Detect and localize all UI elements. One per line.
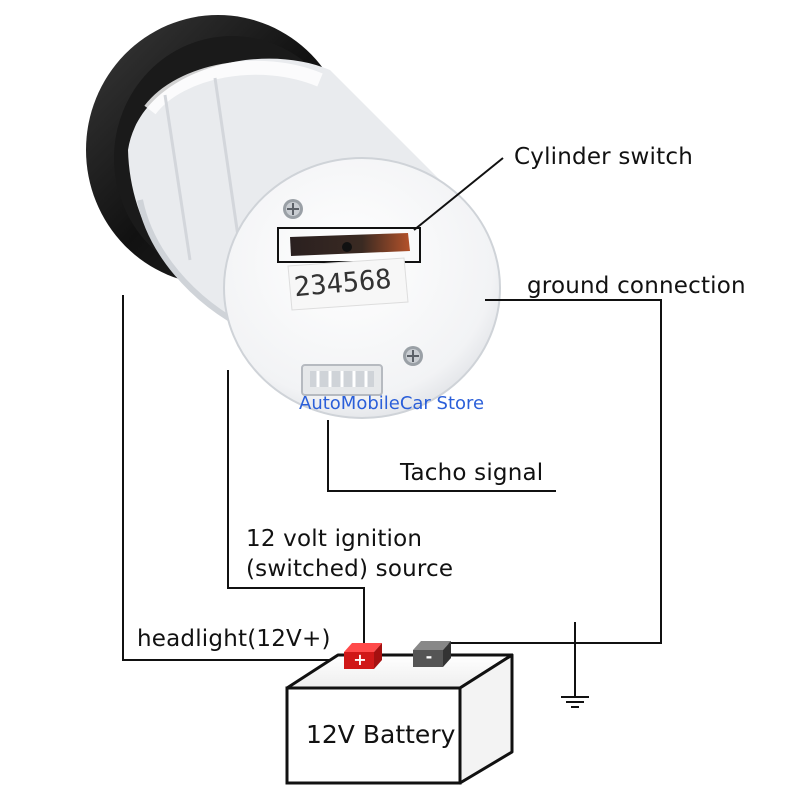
cylinder-number-sticker <box>287 257 409 311</box>
cylinder-switch-callout <box>413 157 504 231</box>
screw-top <box>283 199 303 219</box>
ignition-label-line2: (switched) source <box>246 556 454 582</box>
tacho-connector <box>301 364 383 396</box>
wires <box>122 295 662 697</box>
battery <box>285 653 514 785</box>
cylinder-switch-label: Cylinder switch <box>514 144 693 170</box>
ground-connection-label: ground connection <box>527 273 746 299</box>
ignition-wire <box>227 370 365 645</box>
tacho-wire <box>327 420 556 492</box>
ignition-label-line1: 12 volt ignition <box>246 526 423 552</box>
negative-terminal <box>413 641 451 667</box>
battery-label: 12V Battery <box>306 720 456 749</box>
ground-wire <box>447 299 662 644</box>
screw-bottom <box>403 346 423 366</box>
headlight-label: headlight(12V+) <box>137 626 331 652</box>
tacho-signal-label: Tacho signal <box>400 460 544 486</box>
positive-terminal <box>344 643 382 669</box>
headlight-wire <box>122 295 352 661</box>
ground-symbol-icon <box>561 696 589 708</box>
watermark: AutoMobileCar Store <box>299 393 485 414</box>
positive-symbol: + <box>353 650 367 669</box>
negative-symbol: - <box>425 647 433 666</box>
